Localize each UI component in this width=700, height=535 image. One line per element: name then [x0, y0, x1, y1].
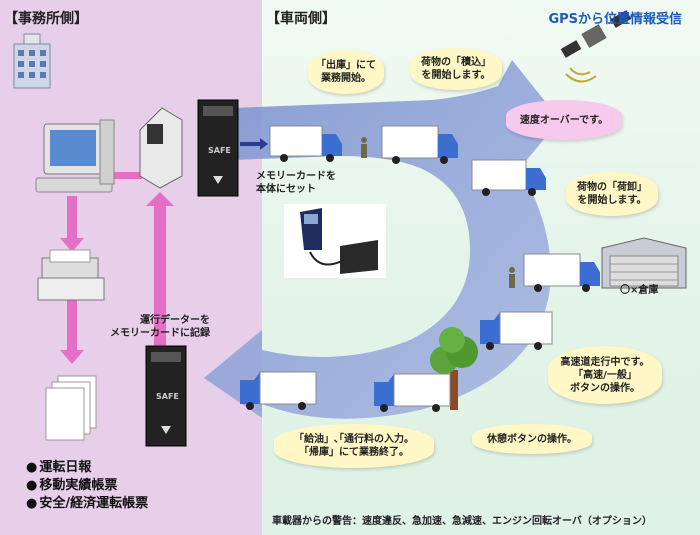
truck-2: [381, 125, 458, 164]
arrow-pc-link: [112, 172, 142, 179]
device-text-top: SAFE: [208, 146, 231, 155]
card-reader-icon: [139, 107, 183, 189]
vehicle-side-title: 【車両側】: [266, 11, 336, 27]
arrow-device-to-truck: [240, 138, 268, 150]
document-list: 運転日報 移動実績帳票 安全/経済運転帳票: [26, 459, 148, 513]
warehouse-icon: [601, 237, 687, 289]
tachograph-device-top: [197, 99, 239, 197]
truck-3: [471, 159, 546, 196]
bubble-rest: 休憩ボタンの操作。: [472, 424, 592, 454]
bubble-load: 荷物の「積込」 を開始します。: [410, 48, 502, 90]
warning-text: 車載器からの警告：速度違反、急加速、急減速、エンジン回転オーバ（オプション）: [272, 516, 652, 527]
document-item-safe-driving: 安全/経済運転帳票: [26, 495, 148, 513]
office-side-title: 【事務所側】: [4, 11, 88, 27]
truck-1: [269, 125, 342, 162]
printer-icon: [37, 249, 105, 301]
satellite-icon: [560, 10, 632, 83]
flow-arrows: [60, 172, 174, 364]
handheld-terminal-image: [284, 204, 386, 278]
document-item-travel-record: 移動実績帳票: [26, 477, 148, 495]
device-text-bottom: SAFE: [156, 392, 179, 401]
arrow-office-down-2: [60, 300, 84, 364]
bubble-fuel: 「給油」､｢通行料の入力。 「帰庫」にて業務終了。: [274, 424, 434, 468]
worker-icon-1: [361, 137, 367, 158]
computer-icon: [35, 119, 115, 193]
office-building-icon: [13, 33, 51, 89]
worker-icon-2: [509, 267, 515, 288]
tree-icon: [430, 327, 478, 410]
arrow-card-up: [146, 192, 174, 348]
truck-4: [523, 253, 600, 292]
bubble-highway: 高速道走行中です。 「高速/一般」 ボタンの操作。: [548, 346, 662, 404]
bubble-depart: 「出庫」にて 業務開始。: [308, 50, 384, 94]
tachograph-device-bottom: [145, 345, 187, 447]
arrow-office-down-1: [60, 196, 84, 252]
documents-icon: [45, 375, 97, 441]
gps-label: GPSから位置情報受信: [548, 12, 682, 27]
truck-7: [240, 371, 317, 410]
bubble-unload: 荷物の「荷卸」 を開始します。: [566, 172, 658, 216]
truck-6: [374, 373, 451, 412]
memory-set-label: メモリーカードを 本体にセット: [256, 171, 336, 195]
document-item-daily-report: 運転日報: [26, 459, 148, 477]
truck-5: [480, 311, 553, 350]
bubble-speeding: 速度オーバーです。: [506, 100, 622, 140]
record-label: 運行データーを メモリーカードに記録: [110, 315, 210, 339]
warehouse-label: 〇×倉庫: [620, 285, 659, 296]
